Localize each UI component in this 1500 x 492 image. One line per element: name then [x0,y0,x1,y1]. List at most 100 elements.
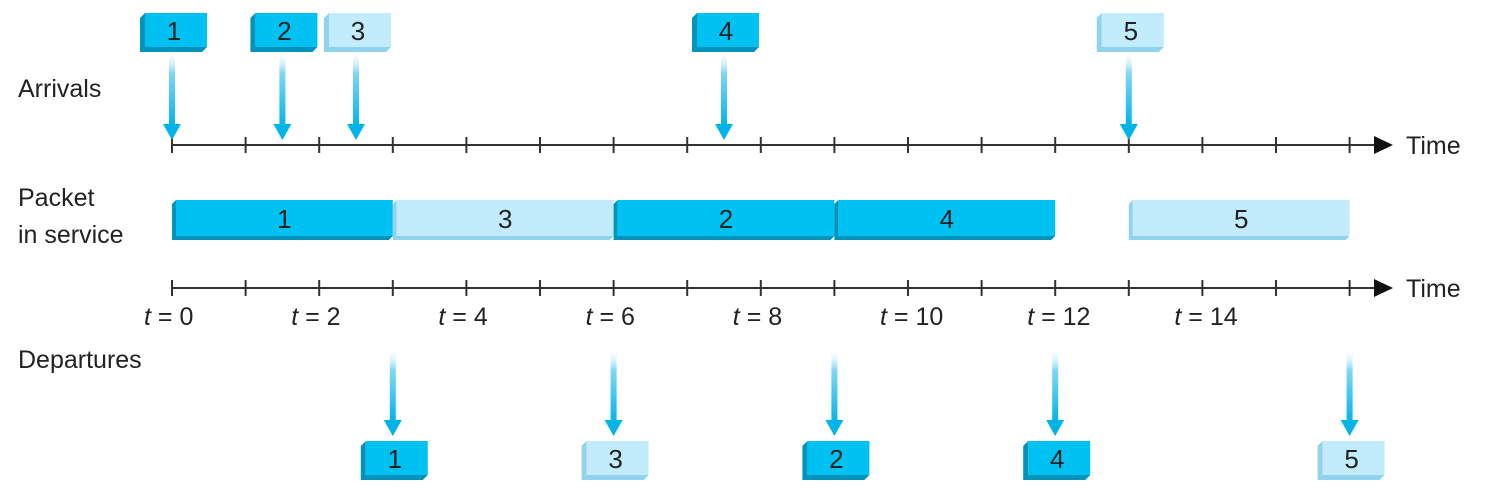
tick-label: t = 14 [1174,303,1237,331]
packet-label: 2 [277,16,291,46]
arrow-head [825,420,844,436]
service-bar-label: 1 [277,204,291,234]
packet-label: 5 [1124,16,1138,46]
tick-label: t = 10 [880,303,943,331]
packet-shade [360,441,428,480]
packet-face [365,441,428,475]
packet-shade [140,13,207,52]
packet-label: 1 [388,444,402,474]
departure-arrow-3 [604,348,623,436]
packet-face [1322,441,1385,475]
arrival-packet-3: 3 [324,13,391,52]
tick-label: t = 6 [586,303,635,331]
arrow-head [163,124,181,140]
packet-face [145,13,207,47]
bottom-time-label: Time [1406,275,1461,303]
service-bar-label: 4 [940,204,954,234]
arrow-head [1046,420,1065,436]
arrow-head [1340,420,1359,436]
arrow-shaft [1125,50,1132,126]
departure-packet-2: 2 [802,441,870,480]
service-bar-face [176,200,393,236]
packet-label: 4 [1050,444,1064,474]
arrow-shaft [721,50,727,126]
arrivals-label: Arrivals [18,75,101,103]
arrival-arrow-5 [1119,50,1138,140]
packet-in-service-label-line2: in service [18,221,124,249]
departures-layer: 1 3 2 4 5 [360,348,1385,480]
packet-shade [1096,13,1164,52]
tick-label: t = 8 [733,303,782,331]
packet-shade [581,441,649,480]
service-bar-face [1132,200,1350,236]
arrival-packet-4: 4 [692,13,759,52]
arrival-packet-2: 2 [250,13,318,52]
packet-face [807,441,870,475]
tick-label: t = 4 [438,303,487,331]
packet-face [329,13,391,47]
tick-label: t = 12 [1027,303,1090,331]
service-bar-label: 5 [1234,204,1248,234]
service-bar-3: 3 [392,200,614,240]
packet-in-service-label-line1: Packet [18,184,94,212]
packet-face [255,13,318,47]
arrow-head [604,420,623,436]
arrival-arrow-4 [715,50,733,140]
arrow-shaft [279,50,286,126]
departures-label: Departures [18,346,142,374]
arrow-head [1119,124,1138,140]
departure-arrow-2 [825,348,844,436]
arrivals-layer: 1 2 3 4 5 [140,13,1164,140]
packet-shade [1317,441,1385,480]
service-bar-2: 2 [613,200,835,240]
departure-packet-1: 1 [360,441,428,480]
arrow-head [347,124,365,140]
departure-arrow-4 [1046,348,1065,436]
service-layer: 1 3 2 4 5 [172,200,1350,240]
packet-label: 2 [829,444,843,474]
arrow-shaft [1052,348,1059,422]
arrival-arrow-2 [273,50,292,140]
arrival-arrow-3 [347,50,365,140]
departure-packet-3: 3 [581,441,649,480]
packet-shade [324,13,391,52]
packet-label: 5 [1344,444,1358,474]
arrival-arrow-1 [163,50,181,140]
packet-label: 3 [351,16,365,46]
packet-face [1028,441,1091,475]
bottom-axis-arrowhead [1374,279,1393,297]
arrow-head [273,124,292,140]
packet-label: 1 [167,16,181,46]
arrival-packet-5: 5 [1096,13,1164,52]
packet-face [586,441,649,475]
arrow-head [383,420,402,436]
arrow-shaft [610,348,617,422]
top-time-axis: Time [171,132,1461,160]
packet-shade [802,441,870,480]
service-bar-5: 5 [1128,200,1350,240]
packet-face [1101,13,1164,47]
packet-shade [250,13,318,52]
service-bar-face [396,200,614,236]
top-axis-arrowhead [1374,136,1393,154]
packet-label: 4 [719,16,733,46]
arrival-packet-1: 1 [140,13,207,52]
arrow-shaft [831,348,838,422]
service-bar-label: 2 [719,204,733,234]
packet-shade [1023,441,1091,480]
arrow-shaft [1346,348,1353,422]
departure-arrow-5 [1340,348,1359,436]
departure-packet-5: 5 [1317,441,1385,480]
top-time-label: Time [1406,132,1461,160]
arrow-head [715,124,733,140]
service-bar-label: 3 [498,204,512,234]
departure-packet-4: 4 [1023,441,1091,480]
departure-arrow-1 [383,348,402,436]
tick-label: t = 2 [291,303,340,331]
arrow-shaft [353,50,359,126]
packet-face [697,13,759,47]
packet-shade [692,13,759,52]
service-bar-4: 4 [834,200,1056,240]
